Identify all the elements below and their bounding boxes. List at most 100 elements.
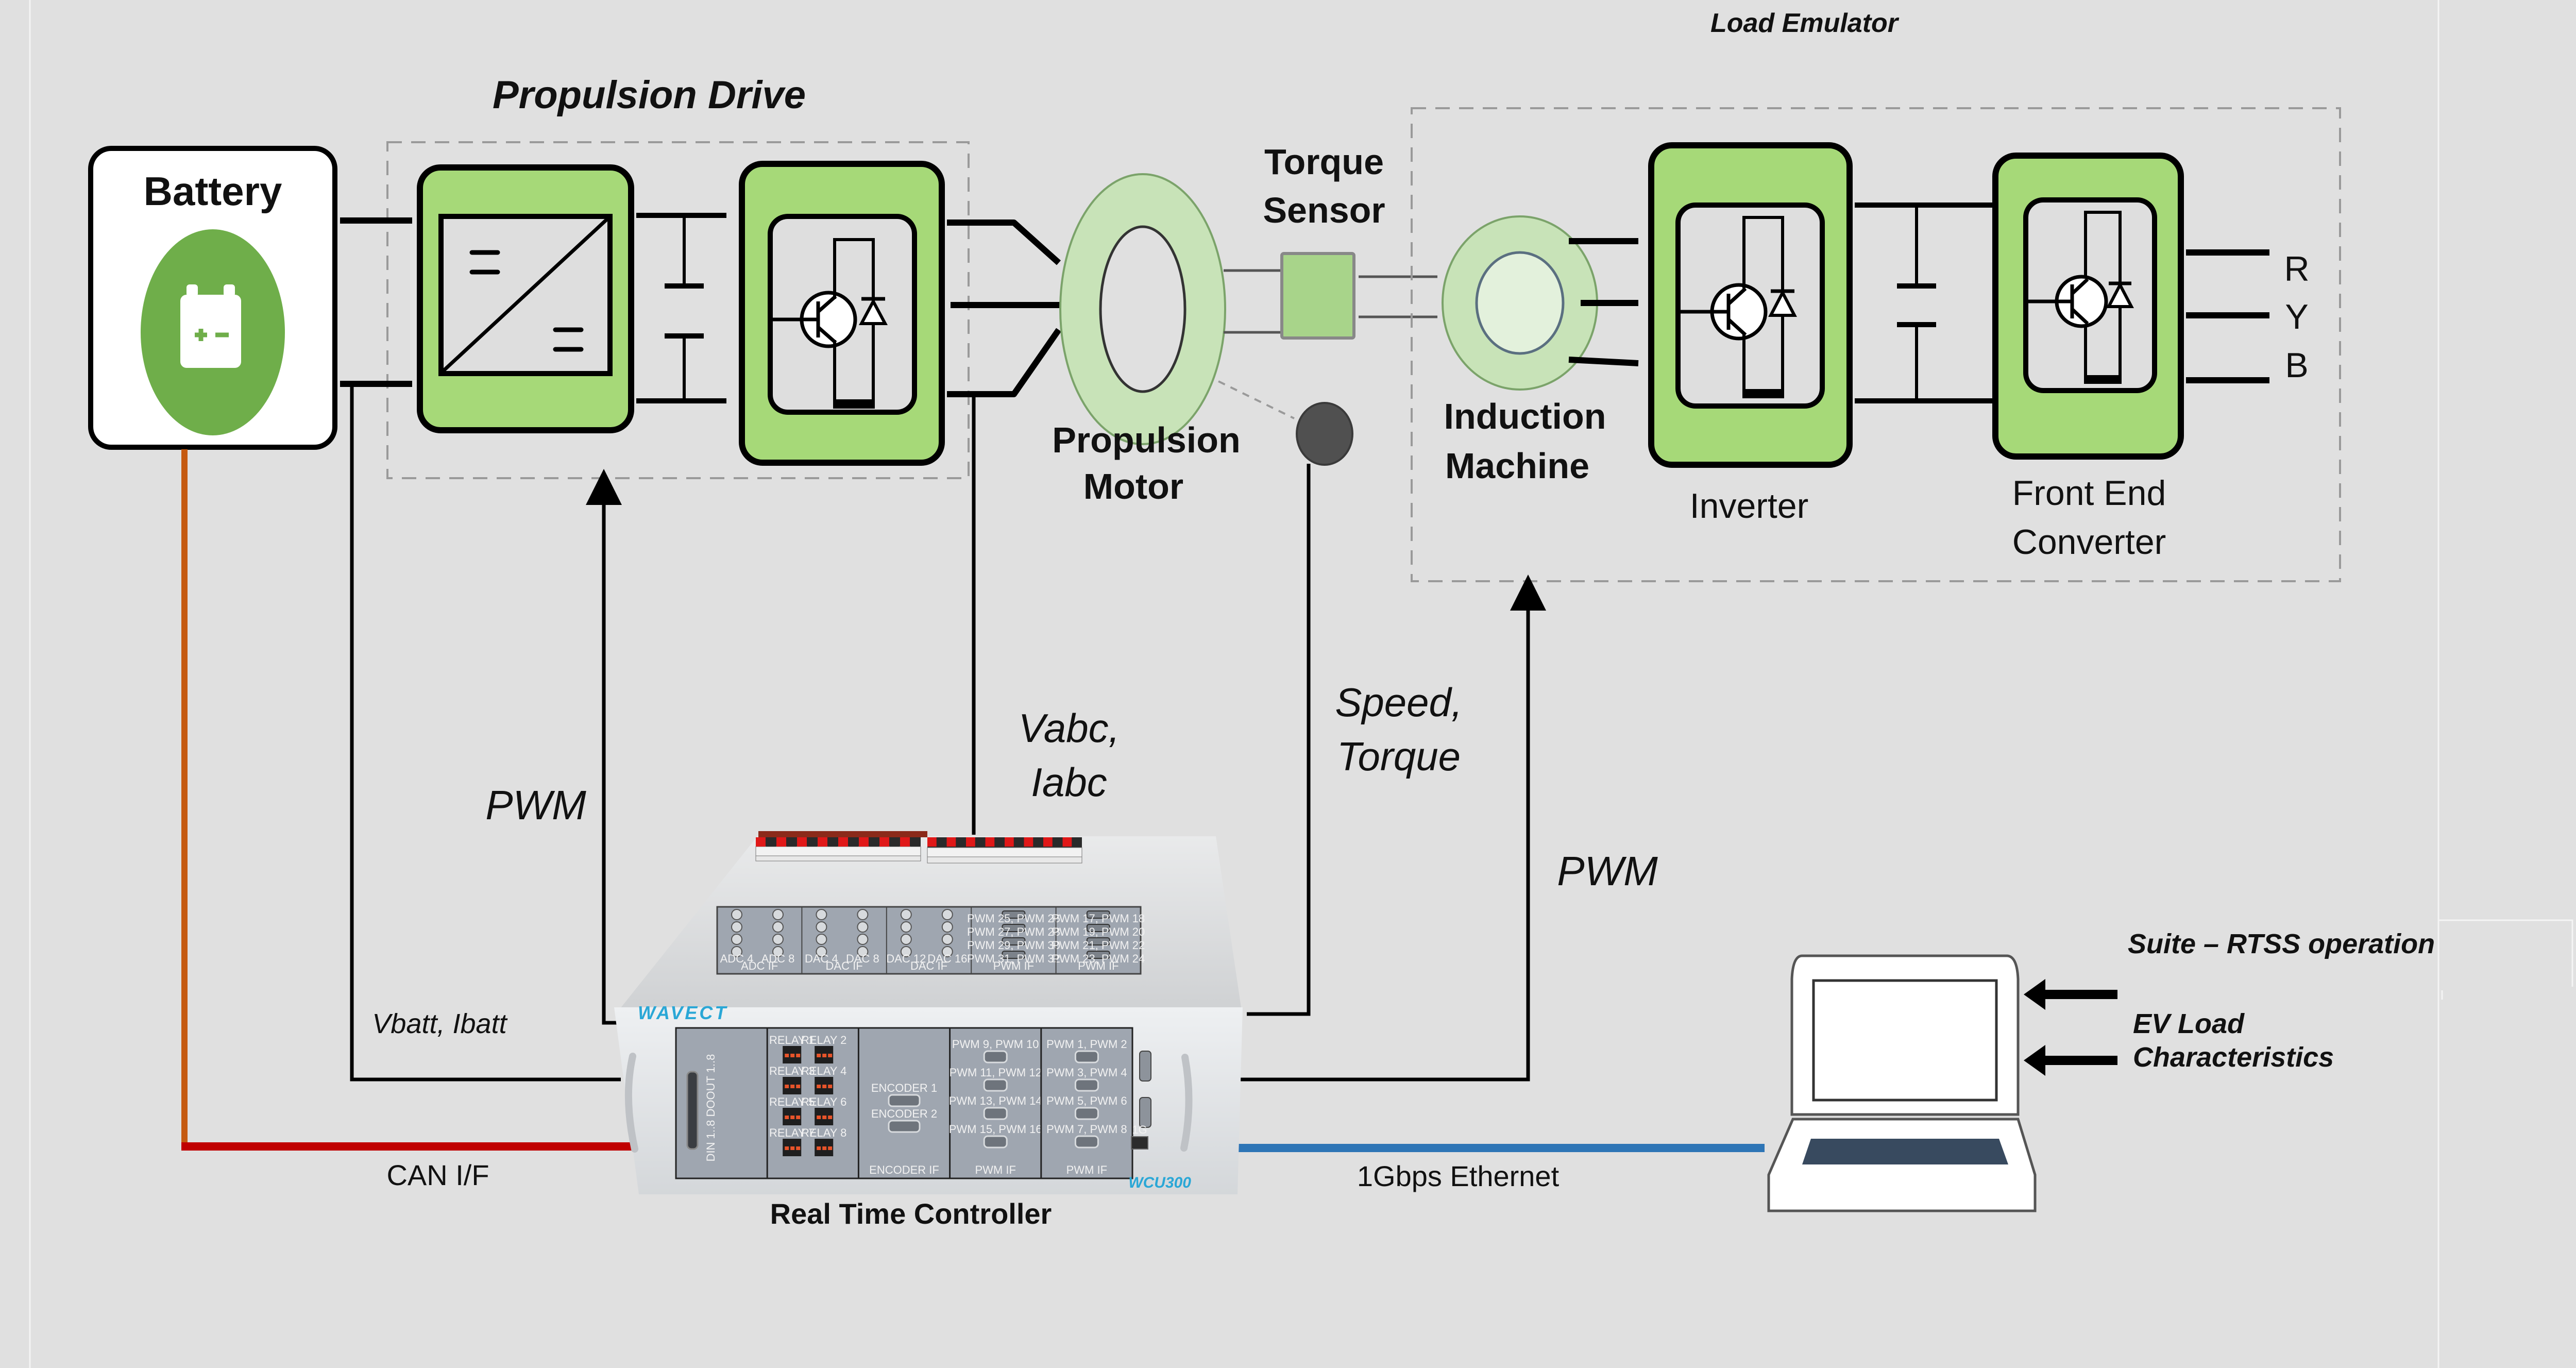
top-port-label: PWM 31, PWM 32: [967, 952, 1060, 965]
pwm-connector[interactable]: [983, 1107, 1008, 1120]
bnc-connector[interactable]: [857, 921, 869, 933]
sensor-bit-cell: [828, 837, 838, 847]
relay-pin: [785, 1054, 789, 1057]
bnc-connector[interactable]: [900, 946, 912, 957]
load-inverter-block[interactable]: [1648, 142, 1853, 468]
relay-pin: [822, 1116, 827, 1119]
top-port-label: ADC 4: [720, 952, 754, 965]
bnc-connector[interactable]: [941, 946, 953, 957]
speed-encoder[interactable]: [1296, 402, 1353, 466]
bnc-connector[interactable]: [857, 934, 869, 945]
bnc-connector[interactable]: [731, 934, 742, 945]
pwm-connector[interactable]: [1074, 1050, 1099, 1063]
ev-load-label-2: Characteristics: [2133, 1042, 2334, 1073]
port-label: PWM 5, PWM 6: [1046, 1094, 1127, 1107]
sensor-bit-cell: [766, 837, 776, 847]
bnc-connector[interactable]: [816, 909, 827, 920]
ethernet-port-label: 1G: [1132, 1123, 1147, 1136]
ethernet-port[interactable]: [1131, 1136, 1148, 1150]
can-label: CAN I/F: [386, 1159, 489, 1191]
pwm-connector[interactable]: [1074, 1078, 1099, 1092]
motor-phase-lines: [947, 219, 1061, 397]
front-module-footer: ENCODER IF: [869, 1163, 939, 1176]
db9-connector[interactable]: [1086, 937, 1110, 945]
induction-machine[interactable]: [1442, 215, 1598, 391]
bnc-connector[interactable]: [731, 921, 742, 933]
db9-connector[interactable]: [1002, 924, 1026, 932]
port-label: PWM 11, PWM 12: [950, 1066, 1042, 1079]
bnc-connector[interactable]: [772, 909, 784, 920]
bnc-connector[interactable]: [900, 921, 912, 933]
bnc-connector[interactable]: [772, 934, 784, 945]
relay-pin: [817, 1054, 821, 1057]
torque-sensor[interactable]: [1280, 252, 1355, 340]
pwm-connector[interactable]: [1074, 1107, 1099, 1120]
dc-link-capacitor-drive: [636, 213, 726, 403]
pwm-connector[interactable]: [983, 1078, 1008, 1092]
bnc-connector[interactable]: [857, 946, 869, 957]
inverter-label: Inverter: [1690, 486, 1809, 526]
igbt-diode-icon: [773, 238, 888, 409]
port-label: PWM 1, PWM 2: [1046, 1038, 1127, 1051]
top-module-footer: DAC IF: [826, 959, 863, 972]
relay-pin: [796, 1054, 801, 1057]
controller-model: WCU300: [1128, 1174, 1191, 1191]
relay-pin: [785, 1085, 789, 1088]
sensor-bit-cell: [869, 837, 879, 847]
sensor-bit-cell: [985, 837, 995, 847]
battery-icon: [180, 284, 241, 368]
host-pc[interactable]: [1767, 954, 2037, 1212]
front-module-footer: PWM IF: [1066, 1163, 1107, 1176]
bnc-connector[interactable]: [731, 946, 742, 957]
sensor-bit-cell: [1072, 837, 1081, 847]
front-end-converter-block[interactable]: [1992, 153, 2184, 460]
propulsion-motor-label-1: Propulsion: [1052, 420, 1241, 460]
encoder-connector[interactable]: [888, 1094, 921, 1107]
mechanical-shaft: [1224, 269, 1437, 334]
sensor-bit-cell: [927, 837, 937, 847]
bnc-connector[interactable]: [941, 921, 953, 933]
port-label: ENCODER 1: [871, 1082, 937, 1094]
front-module-footer: PWM IF: [975, 1163, 1015, 1176]
battery-block[interactable]: Battery: [88, 146, 337, 450]
bnc-connector[interactable]: [941, 934, 953, 945]
bnc-connector[interactable]: [900, 909, 912, 920]
bnc-connector[interactable]: [857, 909, 869, 920]
propulsion-motor[interactable]: [1059, 173, 1226, 445]
pwm-connector[interactable]: [983, 1135, 1008, 1149]
dcdc-converter-block[interactable]: [417, 164, 634, 433]
db9-connector[interactable]: [1002, 937, 1026, 945]
sensor-bit-cell: [975, 837, 985, 847]
db9-connector[interactable]: [1086, 924, 1110, 932]
bnc-connector[interactable]: [900, 934, 912, 945]
encoder-connector[interactable]: [888, 1120, 921, 1133]
bnc-connector[interactable]: [772, 946, 784, 957]
sensor-bit-cell: [1014, 837, 1024, 847]
relay-label: RELAY 7: [769, 1126, 815, 1139]
bnc-connector[interactable]: [816, 921, 827, 933]
vbatt-ibatt-wire: [350, 386, 621, 1082]
bnc-connector[interactable]: [816, 934, 827, 945]
din-dout-connector[interactable]: [686, 1071, 699, 1150]
sensor-bit-cell: [946, 837, 956, 847]
sensor-bit-cell: [838, 837, 848, 847]
db9-connector[interactable]: [1002, 910, 1026, 919]
pwm-connector[interactable]: [1074, 1135, 1099, 1149]
phase-label-b: B: [2285, 346, 2308, 385]
bnc-connector[interactable]: [816, 946, 827, 957]
relay-pin: [828, 1085, 833, 1088]
db9-connector[interactable]: [1002, 951, 1026, 959]
bnc-connector[interactable]: [731, 909, 742, 920]
db9-connector[interactable]: [1086, 951, 1110, 959]
relay-pin: [822, 1054, 827, 1057]
bnc-connector[interactable]: [772, 921, 784, 933]
drive-inverter-block[interactable]: [739, 161, 945, 466]
bnc-connector[interactable]: [941, 909, 953, 920]
db9-connector[interactable]: [1086, 910, 1110, 919]
pwm-connector[interactable]: [983, 1050, 1008, 1063]
top-port-label: PWM 21, PWM 22: [1052, 939, 1145, 952]
